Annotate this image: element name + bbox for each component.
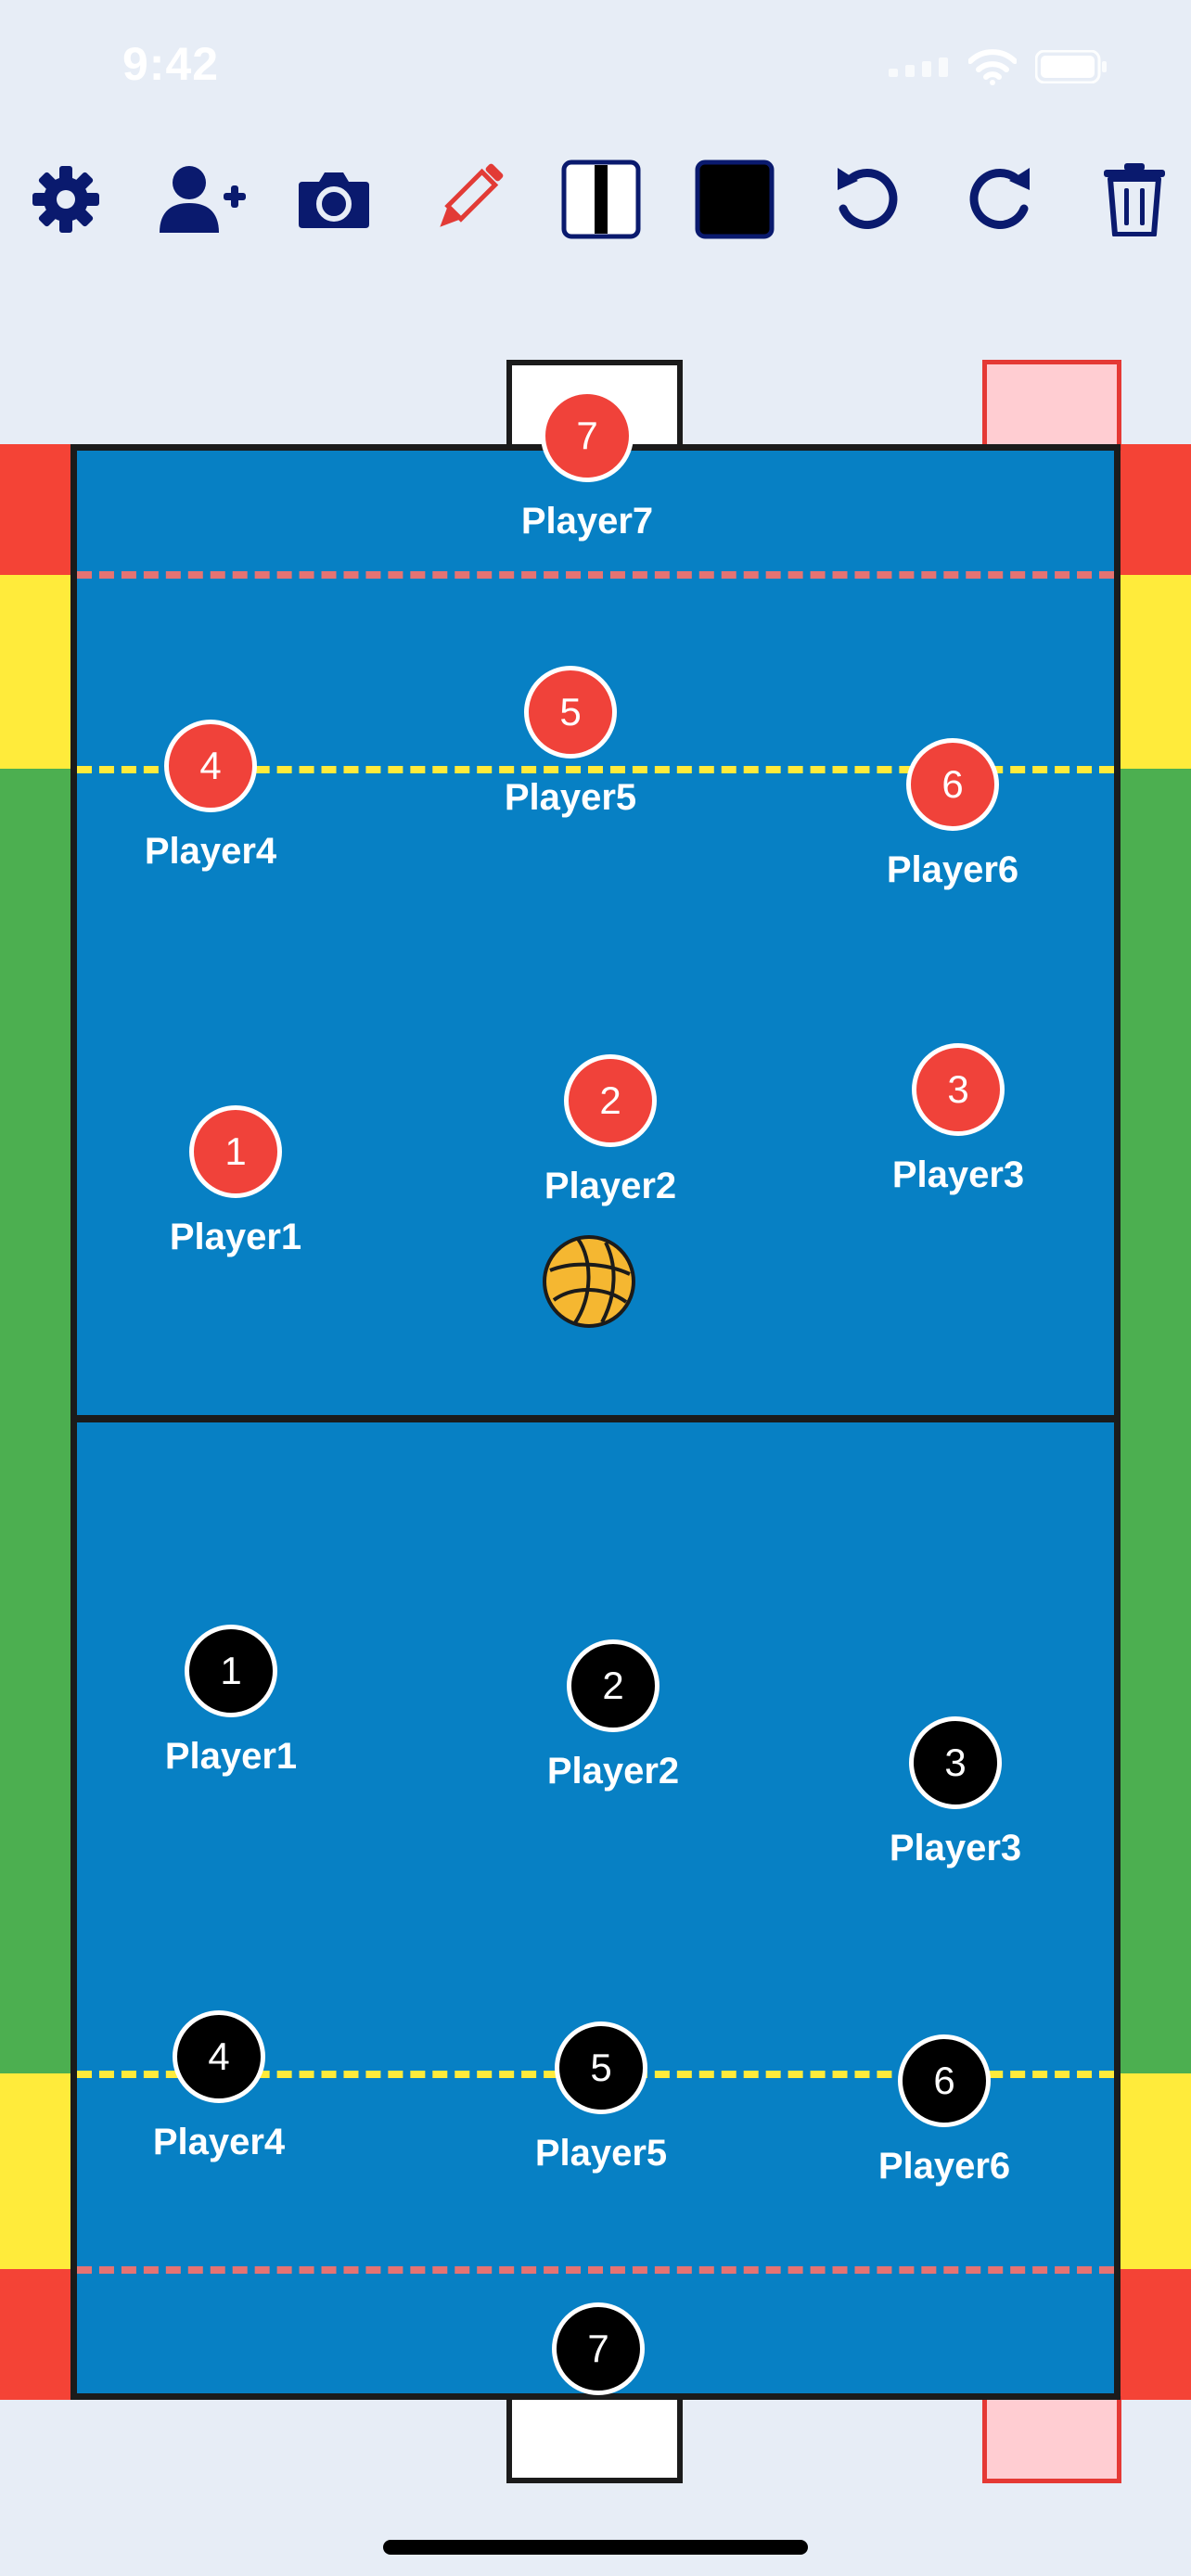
- red-player-6-token[interactable]: 6: [906, 738, 999, 831]
- two-meter-line-top: [77, 571, 1114, 579]
- redo-button[interactable]: [949, 148, 1051, 250]
- red-player-2-label: Player2: [544, 1166, 677, 1206]
- line-style-button[interactable]: [550, 148, 652, 250]
- red-player-1-label: Player1: [169, 1217, 302, 1257]
- black-player-4-label: Player4: [152, 2122, 286, 2162]
- black-player-3-label: Player3: [889, 1828, 1022, 1868]
- status-bar: 9:42: [0, 0, 1191, 139]
- color-swatch-icon: [695, 159, 775, 239]
- red-player-4-token[interactable]: 4: [164, 720, 257, 812]
- red-player-5-token[interactable]: 5: [524, 666, 617, 759]
- player-number: 1: [220, 1649, 242, 1692]
- red-player-2-token[interactable]: 2: [564, 1054, 657, 1147]
- right-zone-red-top: [1121, 444, 1191, 575]
- water-polo-ball-icon: [541, 1235, 637, 1333]
- delete-button[interactable]: [1083, 148, 1185, 250]
- black-player-4-token[interactable]: 4: [173, 2010, 265, 2103]
- player-number: 4: [208, 2034, 230, 2078]
- player-number: 7: [587, 2327, 609, 2370]
- ball-token[interactable]: [541, 1233, 637, 1330]
- left-zone-yellow-bottom: [0, 2073, 70, 2269]
- add-player-button[interactable]: [151, 148, 253, 250]
- right-zone-yellow-top: [1121, 575, 1191, 769]
- right-zone-green: [1121, 769, 1191, 2073]
- redo-icon: [963, 162, 1037, 236]
- black-player-2-token[interactable]: 2: [567, 1639, 660, 1732]
- left-zone-green: [0, 769, 70, 2073]
- half-line: [70, 1415, 1121, 1422]
- toolbar: [0, 148, 1191, 260]
- player-number: 4: [199, 744, 222, 787]
- right-zone-yellow-bottom: [1121, 2073, 1191, 2269]
- bottom-goal: [506, 2396, 683, 2483]
- draw-button[interactable]: [416, 148, 519, 250]
- player-number: 1: [224, 1129, 247, 1173]
- player-number: 6: [941, 762, 964, 806]
- settings-button[interactable]: [15, 148, 117, 250]
- red-player-6-label: Player6: [886, 849, 1019, 890]
- signal-icon: [889, 57, 950, 82]
- black-player-5-label: Player5: [534, 2133, 668, 2174]
- red-player-3-label: Player3: [891, 1154, 1025, 1195]
- left-zone-yellow-top: [0, 575, 70, 769]
- player-number: 7: [576, 414, 598, 457]
- left-zone-red-top: [0, 444, 70, 575]
- camera-button[interactable]: [283, 148, 385, 250]
- stripe-icon: [561, 159, 641, 239]
- right-zone-red-bottom: [1121, 2269, 1191, 2400]
- undo-button[interactable]: [816, 148, 918, 250]
- red-player-7-token[interactable]: 7: [541, 389, 634, 482]
- black-player-3-token[interactable]: 3: [909, 1716, 1002, 1809]
- player-number: 6: [933, 2059, 955, 2102]
- home-indicator[interactable]: [383, 2540, 808, 2555]
- black-player-1-label: Player1: [164, 1736, 298, 1777]
- player-number: 3: [944, 1741, 967, 1784]
- black-player-7-token[interactable]: 7: [552, 2302, 645, 2395]
- left-zone-red-bottom: [0, 2269, 70, 2400]
- status-time: 9:42: [122, 38, 220, 90]
- status-icons: [889, 48, 1108, 90]
- bottom-reentry-box: [982, 2396, 1121, 2483]
- black-player-6-label: Player6: [877, 2146, 1011, 2187]
- player-number: 2: [599, 1078, 621, 1122]
- undo-icon: [830, 162, 904, 236]
- top-reentry-box: [982, 360, 1121, 451]
- black-player-5-token[interactable]: 5: [555, 2021, 647, 2114]
- camera-icon: [297, 167, 371, 232]
- black-player-6-token[interactable]: 6: [898, 2034, 991, 2127]
- red-player-4-label: Player4: [144, 831, 277, 872]
- black-player-1-token[interactable]: 1: [185, 1625, 277, 1717]
- player-number: 2: [602, 1664, 624, 1707]
- black-player-2-label: Player2: [546, 1751, 680, 1792]
- user-plus-icon: [156, 162, 249, 236]
- two-meter-line-bottom: [77, 2266, 1114, 2274]
- color-button[interactable]: [684, 148, 786, 250]
- player-number: 5: [559, 690, 582, 733]
- battery-icon: [1034, 49, 1108, 88]
- red-player-1-token[interactable]: 1: [189, 1105, 282, 1198]
- trash-icon: [1102, 162, 1167, 236]
- pencil-icon: [429, 160, 506, 238]
- red-player-7-label: Player7: [520, 501, 654, 542]
- gear-icon: [29, 162, 103, 236]
- five-meter-line-top: [77, 766, 1114, 773]
- red-player-5-label: Player5: [504, 777, 637, 818]
- red-player-3-token[interactable]: 3: [912, 1043, 1005, 1136]
- player-number: 5: [590, 2046, 612, 2089]
- wifi-icon: [967, 48, 1018, 90]
- player-number: 3: [947, 1067, 969, 1111]
